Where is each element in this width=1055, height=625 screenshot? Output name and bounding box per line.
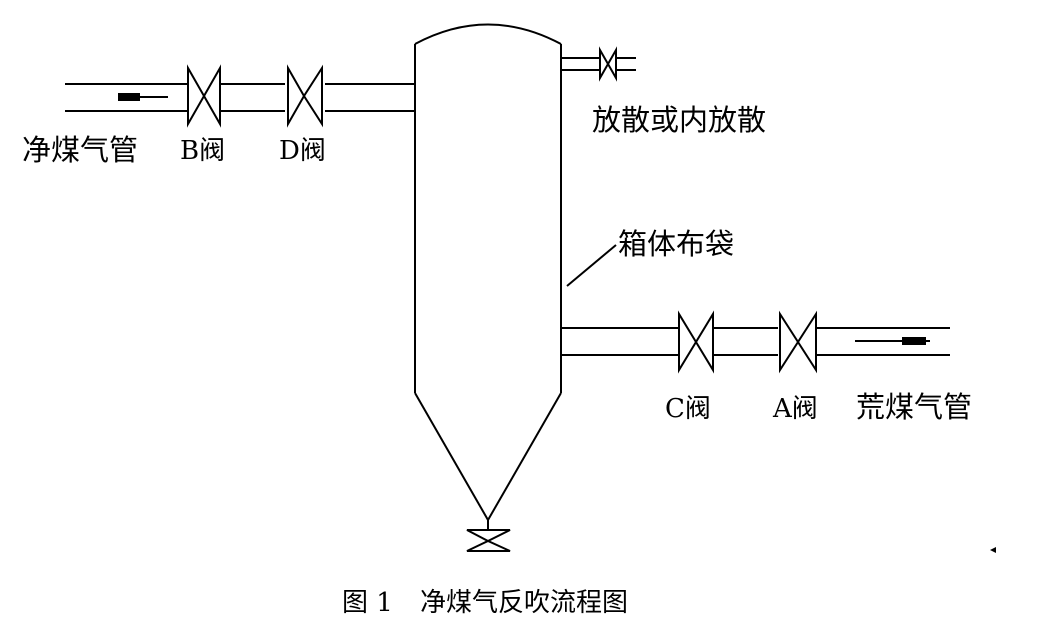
label-raw-gas-pipe: 荒煤气管 [856, 390, 972, 424]
label-clean-gas-pipe: 净煤气管 [22, 133, 138, 167]
filter-vessel [414, 23, 562, 530]
label-valve-b: B阀 [180, 136, 225, 166]
clean-gas-pipe [65, 83, 415, 112]
figure-title: 净煤气反吹流程图 [420, 588, 628, 618]
raw-gas-pipe [561, 327, 950, 356]
vessel-cone-left [414, 392, 489, 521]
valve-d-symbol [287, 64, 323, 128]
vent-pipe [561, 46, 636, 82]
valve-b-symbol [187, 64, 221, 128]
label-valve-d: D阀 [279, 136, 326, 166]
label-valve-a: A阀 [772, 394, 818, 424]
valve-a-symbol [779, 310, 817, 374]
figure-number: 图 1 [342, 588, 393, 618]
label-valve-c: C阀 [665, 394, 711, 424]
stray-mark [990, 547, 996, 553]
label-vent: 放散或内放散 [592, 103, 766, 137]
bottom-discharge-valve [466, 529, 511, 552]
clean-gas-flow-arrow [118, 93, 168, 101]
valve-c-symbol [678, 310, 714, 374]
vessel-cone-right [487, 392, 562, 521]
bag-box-leader-line [566, 244, 617, 287]
vessel-dome [414, 23, 562, 45]
raw-gas-flow-arrow [855, 337, 930, 345]
label-bag-box: 箱体布袋 [618, 227, 734, 261]
